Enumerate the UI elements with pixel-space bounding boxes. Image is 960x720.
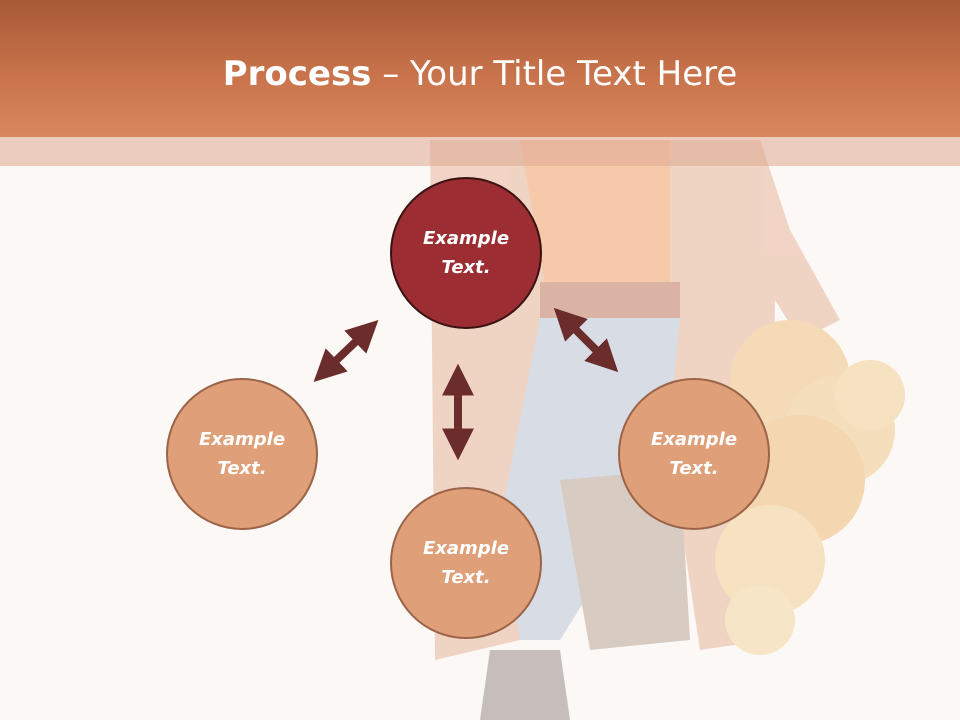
node-bottom-line1: Example bbox=[422, 538, 510, 559]
node-center-line2: Text. bbox=[441, 257, 491, 278]
node-left: Example Text. bbox=[166, 378, 318, 530]
node-center-line1: Example bbox=[422, 228, 510, 249]
slide-title: Process – Your Title Text Here bbox=[0, 50, 960, 98]
node-right-line1: Example bbox=[650, 429, 738, 450]
node-bottom-line2: Text. bbox=[441, 567, 491, 588]
arrow-center-left bbox=[313, 320, 379, 382]
title-header-bar bbox=[0, 0, 960, 137]
node-left-line1: Example bbox=[198, 429, 286, 450]
node-left-line2: Text. bbox=[217, 458, 267, 479]
node-bottom: Example Text. bbox=[390, 487, 542, 639]
node-center: Example Text. bbox=[390, 177, 542, 329]
arrow-center-right bbox=[553, 307, 619, 373]
header-accent-band bbox=[0, 137, 960, 166]
title-rest-part: – Your Title Text Here bbox=[371, 54, 738, 94]
node-right-line2: Text. bbox=[669, 458, 719, 479]
title-bold-part: Process bbox=[222, 54, 372, 94]
node-right: Example Text. bbox=[618, 378, 770, 530]
